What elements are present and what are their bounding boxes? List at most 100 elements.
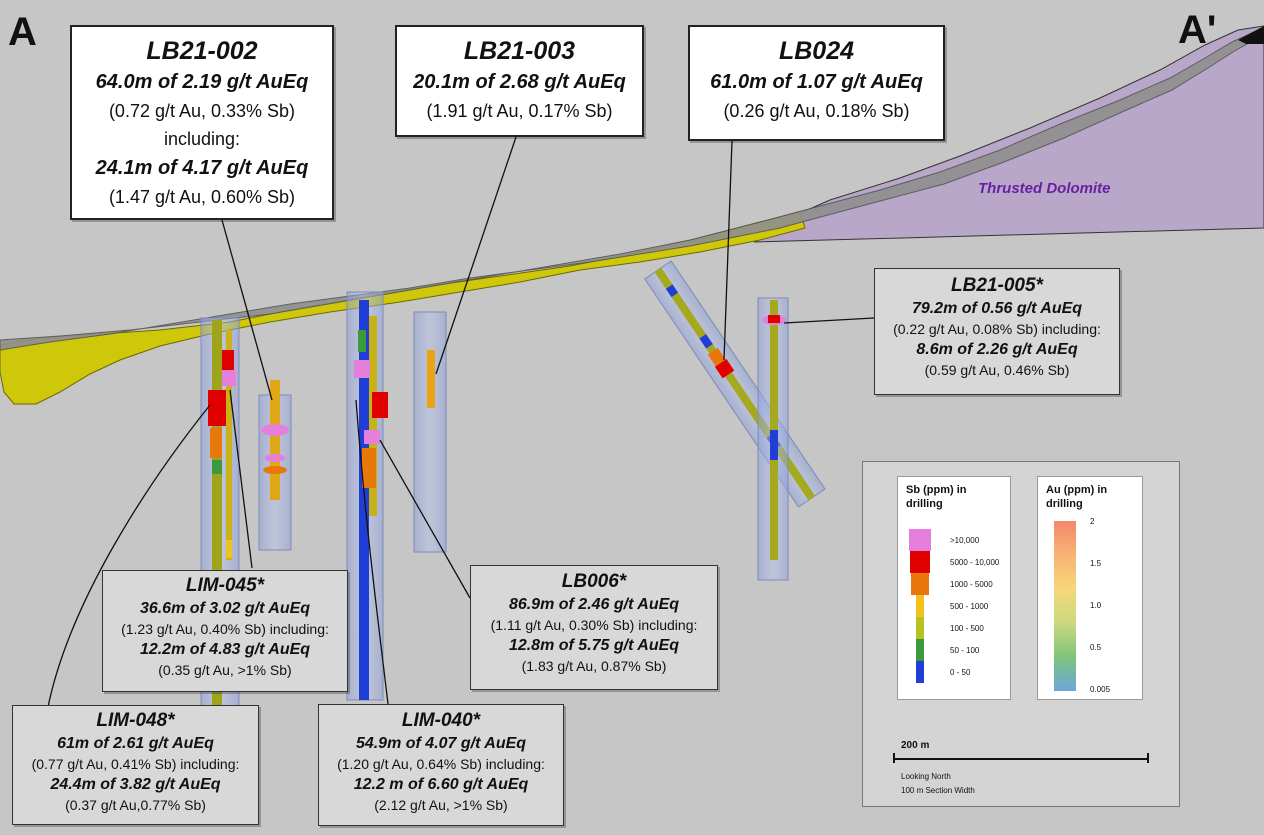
sb-high-interval — [768, 315, 780, 323]
callout-line: 54.9m of 4.07 g/t AuEq — [355, 735, 527, 752]
callout-line: 61m of 2.61 g/t AuEq — [57, 735, 214, 752]
sb-legend-swatch — [916, 639, 924, 661]
sb-legend-label: 1000 - 5000 — [950, 580, 993, 589]
thrusted-dolomite-unit — [753, 25, 1264, 243]
callout-line: LIM-048* — [96, 710, 175, 731]
callout-line: 64.0m of 2.19 g/t AuEq — [95, 71, 309, 93]
sb-legend-title: Sb (ppm) in drilling — [906, 484, 967, 510]
sb-legend-label: 0 - 50 — [950, 668, 971, 677]
callout-line: (1.23 g/t Au, 0.40% Sb) including: — [121, 621, 329, 637]
callout-line: 79.2m of 0.56 g/t AuEq — [911, 300, 1083, 317]
sb-mid-interval — [707, 347, 726, 367]
sb-legend-label: 100 - 500 — [950, 624, 984, 633]
callout-lb006: LB006*86.9m of 2.46 g/t AuEq(1.11 g/t Au… — [470, 565, 718, 690]
sb-mid-interval — [362, 448, 376, 488]
drill-hole-cylinder — [413, 311, 447, 553]
section-label-a-prime: A' — [1178, 8, 1217, 52]
au-legend-title: Au (ppm) in drilling — [1046, 484, 1108, 510]
sb-very-high-interval — [265, 454, 285, 462]
sb-legend-label: >10,000 — [950, 536, 980, 545]
sb-legend-swatch — [911, 573, 929, 595]
sb-very-high-interval — [354, 360, 370, 378]
scale-bar-tick — [893, 753, 895, 763]
leader-lim-045 — [229, 389, 253, 569]
callout-line: including: — [163, 129, 241, 149]
sb-legend-label: 5000 - 10,000 — [950, 558, 1000, 567]
sb-very-low-interval — [770, 430, 778, 460]
sb-high-interval — [208, 390, 226, 426]
callout-line: (0.72 g/t Au, 0.33% Sb) — [108, 101, 296, 121]
callout-line: (0.26 g/t Au, 0.18% Sb) — [723, 101, 910, 121]
au-legend-tick: 2 — [1090, 517, 1095, 526]
callout-line: LB024 — [778, 37, 855, 65]
sb-mid-interval — [210, 428, 222, 458]
callout-line: (0.35 g/t Au, >1% Sb) — [158, 662, 292, 678]
leader-lb024 — [723, 140, 733, 361]
unit-label-thrusted-dolomite: Thrusted Dolomite — [978, 180, 1111, 197]
callout-line: LB21-003 — [463, 37, 576, 65]
au-legend-tick: 0.005 — [1090, 685, 1111, 694]
callout-line: (1.11 g/t Au, 0.30% Sb) including: — [490, 617, 698, 633]
callout-line: (0.59 g/t Au, 0.46% Sb) — [924, 362, 1070, 378]
sb-high-interval — [372, 392, 388, 418]
callout-line: 20.1m of 2.68 g/t AuEq — [413, 71, 626, 93]
sb-mid-interval — [263, 466, 287, 474]
sb-legend-label: 50 - 100 — [950, 646, 980, 655]
callout-line: 8.6m of 2.26 g/t AuEq — [916, 341, 1078, 358]
leader-lb21-005 — [783, 317, 875, 324]
scale-bar — [893, 758, 1149, 760]
callout-line: (1.83 g/t Au, 0.87% Sb) — [521, 658, 667, 674]
surface-tip — [1238, 26, 1264, 44]
callout-line: 86.9m of 2.46 g/t AuEq — [508, 596, 680, 613]
callout-line: 12.2 m of 6.60 g/t AuEq — [353, 776, 529, 793]
leader-lim-040 — [355, 399, 389, 705]
drill-holes — [200, 260, 826, 709]
sb-legend: Sb (ppm) in drilling >10,000 5000 - 10,00… — [897, 476, 1011, 700]
scale-bar-label: 200 m — [901, 740, 930, 751]
sb-very-high-interval — [364, 430, 380, 444]
leader-lb21-002 — [221, 219, 273, 401]
leader-lim-048 — [47, 404, 211, 708]
callout-line: (2.12 g/t Au, >1% Sb) — [374, 797, 508, 813]
callout-lim-040: LIM-040*54.9m of 4.07 g/t AuEq(1.20 g/t … — [318, 704, 564, 826]
section-label-a: A — [8, 10, 37, 54]
sb-low-interval — [212, 460, 222, 474]
section-width-note: 100 m Section Width — [901, 786, 975, 795]
callout-line: (0.77 g/t Au, 0.41% Sb) including: — [31, 756, 240, 772]
sb-legend-swatch — [916, 595, 924, 617]
callout-line: 61.0m of 1.07 g/t AuEq — [710, 71, 923, 93]
sb-legend-swatch — [916, 617, 924, 639]
callout-line: (1.20 g/t Au, 0.64% Sb) including: — [337, 756, 545, 772]
drill-core-trace — [212, 320, 222, 705]
callout-lim-045: LIM-045*36.6m of 3.02 g/t AuEq(1.23 g/t … — [102, 570, 348, 692]
scale-bar-tick — [1147, 753, 1149, 763]
callout-leaders — [47, 136, 875, 708]
sb-legend-swatch — [916, 661, 924, 683]
drill-core-trace — [226, 330, 232, 560]
sb-very-low-interval — [665, 284, 679, 298]
callout-lim-048: LIM-048* 61m of 2.61 g/t AuEq (0.77 g/t Au… — [12, 705, 259, 825]
sb-legend-swatch — [910, 551, 930, 573]
sb-very-high-interval — [222, 370, 236, 386]
sb-legend-swatch — [909, 529, 931, 551]
sb-high-interval — [714, 358, 735, 379]
callout-line: 12.2m of 4.83 g/t AuEq — [139, 641, 311, 658]
leader-lb21-003 — [435, 136, 517, 375]
drill-core-trace — [654, 267, 816, 501]
sb-very-low-interval — [699, 334, 713, 349]
callout-line: 24.1m of 4.17 g/t AuEq — [95, 157, 309, 179]
callout-lb024: LB024 61.0m of 1.07 g/t AuEq (0.26 g/t Au,… — [688, 25, 945, 141]
looking-north-note: Looking North — [901, 772, 951, 781]
sb-high-interval — [222, 350, 234, 370]
topographic-surface — [0, 29, 1263, 351]
au-legend-tick: 1.5 — [1090, 559, 1102, 568]
au-legend-tick: 1.0 — [1090, 601, 1102, 610]
drill-core-trace — [427, 350, 435, 408]
callout-line: LB21-005* — [951, 275, 1043, 296]
callout-line: (1.47 g/t Au, 0.60% Sb) — [108, 187, 296, 207]
drill-core-trace — [359, 300, 369, 700]
sb-legend-label: 500 - 1000 — [950, 602, 989, 611]
